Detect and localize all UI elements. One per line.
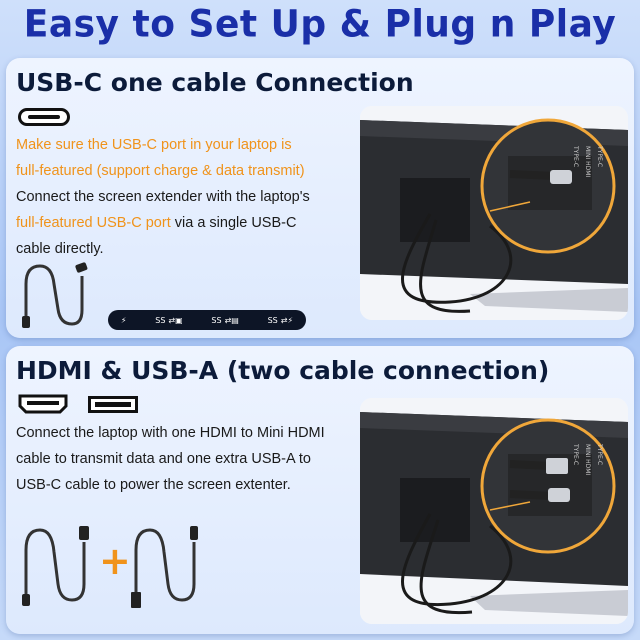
plus-symbol: + xyxy=(99,539,131,583)
page-title: Easy to Set Up & Plug n Play xyxy=(23,2,617,47)
usb-c-desc-line1: Connect the screen extender with the lap… xyxy=(16,189,310,205)
usb-a-port-icon xyxy=(88,396,138,413)
usb-c-section-heading: USB-C one cable Connection xyxy=(16,68,414,97)
hdmi-desc-line3: USB-C cable to power the screen extenter… xyxy=(16,477,291,493)
usb-a-cable-icon xyxy=(131,526,198,608)
photo2-port-label-1: TYPE-C xyxy=(572,443,579,465)
hdmi-cable-icon xyxy=(22,526,89,606)
photo2-port-label-3: TYPE-C xyxy=(596,443,603,465)
usb-c-desc-line2-rest: via a single USB-C xyxy=(170,215,297,231)
photo2-port-label-2: MINI HDMI xyxy=(584,444,591,475)
port-feature-badges: ⚡ SS⇄▣ SS⇄▤ SS⇄⚡ xyxy=(108,310,306,330)
hdmi-connection-photo: TYPE-C MINI HDMI TYPE-C xyxy=(360,398,628,624)
hdmi-desc-line1: Connect the laptop with one HDMI to Mini… xyxy=(16,425,325,441)
port-badge-display: SS⇄▤ xyxy=(211,315,239,325)
usb-c-desc-line2: full-featured USB-C port via a single US… xyxy=(16,210,310,236)
usb-c-highlight: full-featured USB-C port xyxy=(16,215,171,231)
usb-c-note: Make sure the USB-C port in your laptop … xyxy=(16,132,305,184)
usb-c-connection-photo: TYPE-C MINI HDMI TYPE-C xyxy=(360,106,628,320)
photo1-port-label-3: TYPE-C xyxy=(596,145,603,167)
usb-c-port-icon xyxy=(18,108,70,126)
photo1-port-label-2: MINI HDMI xyxy=(584,146,591,177)
thunderbolt-icon: ⚡ xyxy=(120,315,127,325)
photo1-port-label-1: TYPE-C xyxy=(572,145,579,167)
hdmi-port-icon xyxy=(18,394,68,414)
hdmi-desc-line2: cable to transmit data and one extra USB… xyxy=(16,451,311,467)
hdmi-usb-a-section: HDMI & USB-A (two cable connection) Conn… xyxy=(6,346,634,634)
port-badge-power: SS⇄⚡ xyxy=(267,315,294,325)
usb-c-description: Connect the screen extender with the lap… xyxy=(16,184,310,262)
usb-c-note-line1: Make sure the USB-C port in your laptop … xyxy=(16,137,292,153)
usb-c-note-line2: full-featured (support charge & data tra… xyxy=(16,163,305,179)
hdmi-section-heading: HDMI & USB-A (two cable connection) xyxy=(16,356,550,385)
port-badge-data: SS⇄▣ xyxy=(155,315,183,325)
usb-c-desc-line3: cable directly. xyxy=(16,241,104,257)
usb-c-section: USB-C one cable Connection Make sure the… xyxy=(6,58,634,338)
hdmi-description: Connect the laptop with one HDMI to Mini… xyxy=(16,420,325,498)
usb-c-cable-icon xyxy=(22,262,88,328)
